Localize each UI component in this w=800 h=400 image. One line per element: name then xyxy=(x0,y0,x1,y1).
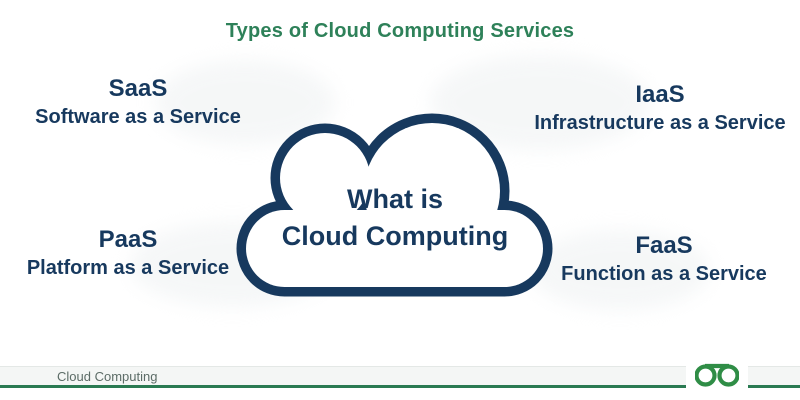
service-label-faas: FaaS Function as a Service xyxy=(536,231,792,287)
service-label-saas: SaaS Software as a Service xyxy=(12,74,264,130)
service-abbr: SaaS xyxy=(108,75,168,102)
service-label-iaas: IaaS Infrastructure as a Service xyxy=(532,80,788,136)
footer-divider xyxy=(0,385,800,388)
service-full-name: Platform as a Service xyxy=(26,257,230,279)
background-watermark xyxy=(530,230,710,310)
footer-bar: Cloud Computing xyxy=(0,366,800,386)
page-title: Types of Cloud Computing Services xyxy=(225,20,575,42)
service-full-name: Software as a Service xyxy=(35,106,241,128)
logo-container xyxy=(686,354,748,394)
geeksforgeeks-logo-icon xyxy=(695,363,739,387)
service-abbr: PaaS xyxy=(98,226,158,253)
service-full-name: Function as a Service xyxy=(561,263,767,285)
cloud-icon xyxy=(236,113,553,297)
service-abbr: FaaS xyxy=(635,232,693,259)
cloud-caption-line1: What is xyxy=(346,184,443,214)
cloud-caption: What is Cloud Computing xyxy=(245,181,545,255)
footer-breadcrumb: Cloud Computing xyxy=(57,369,158,384)
service-full-name: Infrastructure as a Service xyxy=(534,112,786,134)
cloud-caption-line2: Cloud Computing xyxy=(281,221,509,251)
service-label-paas: PaaS Platform as a Service xyxy=(2,225,254,281)
service-abbr: IaaS xyxy=(635,81,685,108)
